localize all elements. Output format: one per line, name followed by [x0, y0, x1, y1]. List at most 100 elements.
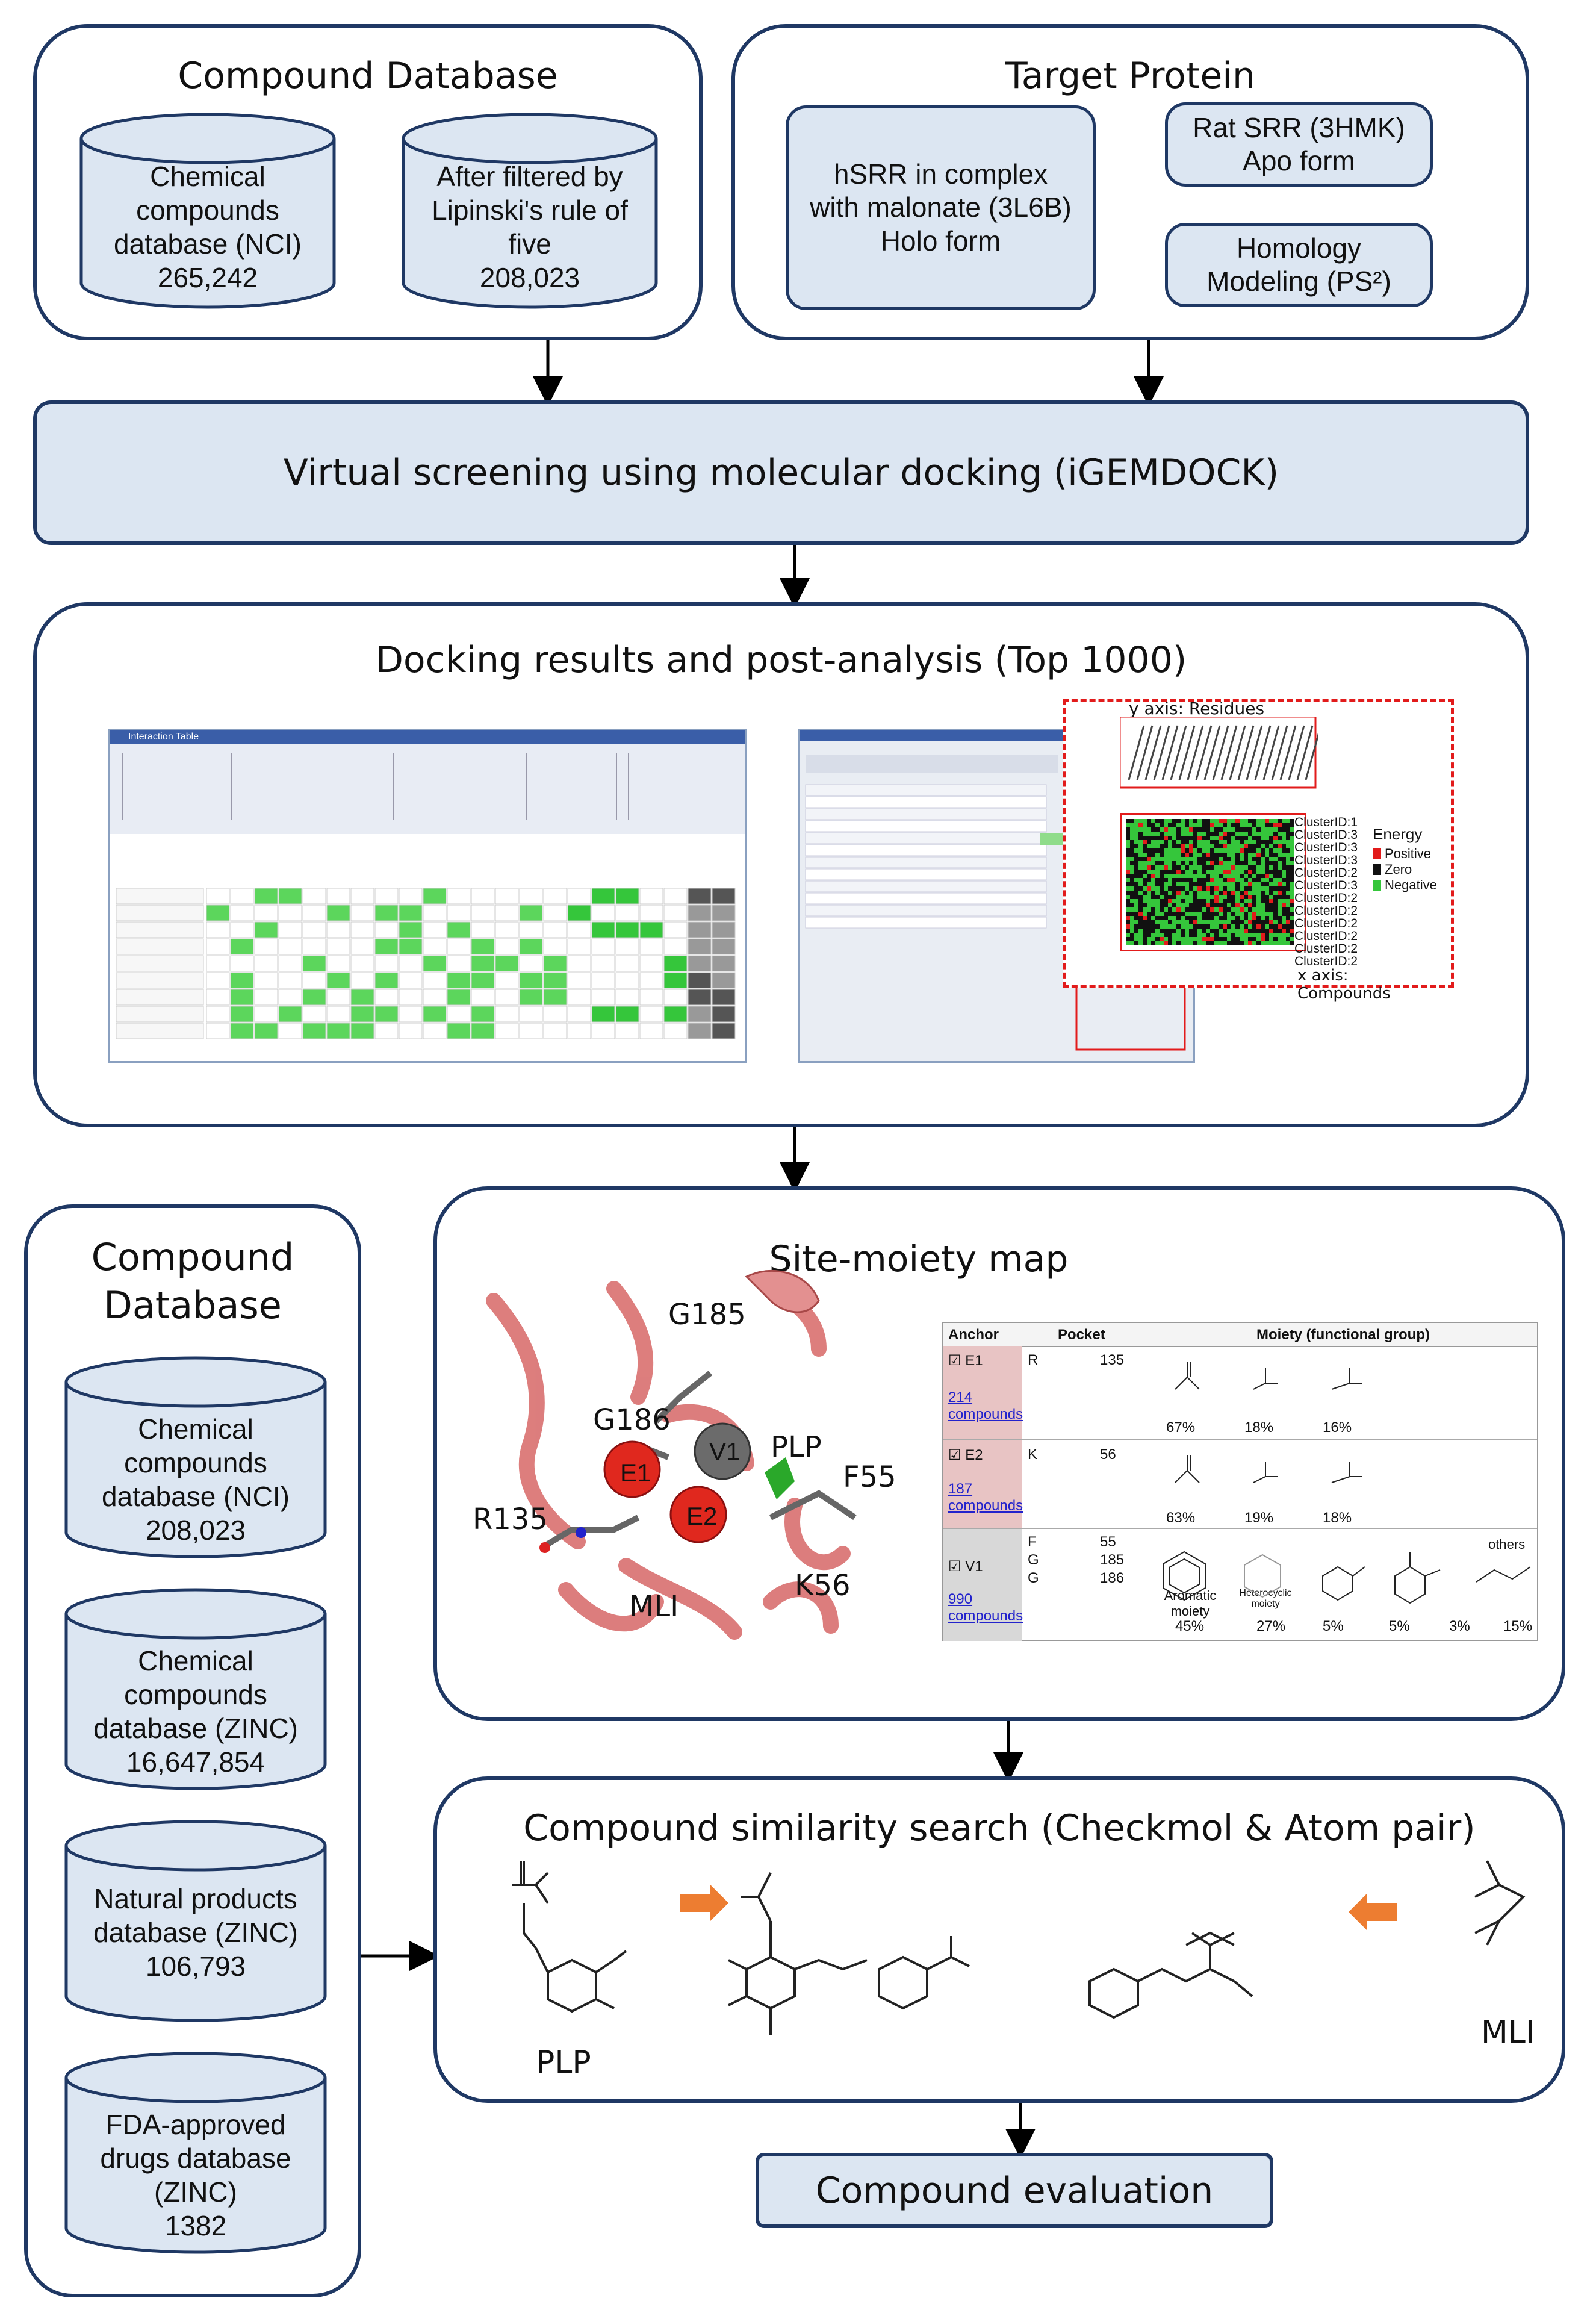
heatmap-cell [1290, 941, 1294, 945]
rat-srr-apo-box: Rat SRR (3HMK) Apo form [1165, 102, 1433, 187]
heatmap-cell [1282, 916, 1286, 920]
heatmap-cell [1273, 912, 1278, 916]
interaction-cell [423, 989, 447, 1006]
zinc-database-cylinder: Chemical compounds database (ZINC) 16,64… [63, 1587, 328, 1792]
heatmap-cell [1273, 848, 1278, 853]
interaction-cell [326, 921, 350, 938]
residue-tick [1212, 725, 1229, 780]
heatmap-cell [1248, 916, 1252, 920]
heatmap-cell [1176, 836, 1181, 840]
heatmap-cell [1164, 920, 1168, 924]
interaction-cell [591, 972, 615, 989]
heatmap-cell [1134, 857, 1138, 861]
heatmap-cell [1286, 899, 1290, 903]
heatmap-cell [1223, 924, 1227, 929]
heatmap-cell [1126, 891, 1130, 895]
heatmap-cell [1189, 865, 1193, 870]
compounds-link[interactable]: 990 compounds [948, 1591, 1023, 1624]
heatmap-cell [1214, 861, 1219, 865]
heatmap-cell [1244, 832, 1248, 836]
interaction-cell [543, 921, 567, 938]
heatmap-cell [1269, 840, 1273, 844]
interaction-cell [519, 921, 543, 938]
interaction-cell [230, 972, 254, 989]
heatmap-cell [1227, 832, 1231, 836]
panel-title: Compound Database [178, 55, 558, 97]
anchor-row-e2[interactable]: ☑ E2 [948, 1447, 983, 1463]
heatmap-cell [1235, 870, 1240, 874]
heatmap-cell [1273, 891, 1278, 895]
interaction-cell [663, 989, 688, 1006]
anchor-row-v1[interactable]: ☑ V1 [948, 1558, 983, 1575]
heatmap-cell [1168, 899, 1172, 903]
heatmap-cell [1278, 899, 1282, 903]
heatmap-cell [1269, 857, 1273, 861]
heatmap-cell [1278, 882, 1282, 886]
heatmap-cell [1219, 907, 1223, 912]
heatmap-cell [1269, 823, 1273, 827]
heatmap-cell [1265, 933, 1269, 937]
heatmap-cell [1176, 827, 1181, 832]
heatmap-cell [1210, 878, 1214, 882]
heatmap-cell [1269, 903, 1273, 907]
compounds-link[interactable]: 214 compounds [948, 1389, 1023, 1422]
heatmap-cell [1130, 836, 1134, 840]
heatmap-cell [1248, 920, 1252, 924]
heatmap-cell [1231, 823, 1235, 827]
heatmap-cell [1147, 819, 1151, 823]
heatmap-cell [1172, 903, 1176, 907]
compounds-link[interactable]: 187 compounds [948, 1481, 1023, 1514]
heatmap-cell [1261, 899, 1265, 903]
heatmap-cell [1160, 895, 1164, 899]
heatmap-cell [1235, 840, 1240, 844]
ligand-label-mli: MLI [1481, 2014, 1535, 2050]
heatmap-cell [1206, 870, 1210, 874]
heatmap-cell [1278, 937, 1282, 941]
heatmap-cell [1147, 857, 1151, 861]
heatmap-cell [1143, 865, 1147, 870]
interaction-cell [302, 921, 326, 938]
similarity-search-panel: Compound similarity search (Checkmol & A… [433, 1776, 1565, 2103]
heatmap-cell [1151, 823, 1155, 827]
heatmap-cell [1143, 836, 1147, 840]
heatmap-cell [1181, 865, 1185, 870]
interaction-cell [688, 904, 712, 921]
table-row [116, 972, 204, 989]
interaction-cell [326, 1006, 350, 1023]
heatmap-cell [1189, 941, 1193, 945]
heatmap-cell [1282, 941, 1286, 945]
heatmap-cell [1273, 933, 1278, 937]
header-anchor: Anchor [948, 1327, 999, 1343]
heatmap-cell [1206, 941, 1210, 945]
heatmap-cell [1193, 929, 1197, 933]
db-line: database (ZINC) [93, 1713, 298, 1745]
heatmap-cell [1269, 874, 1273, 878]
heatmap-cell [1269, 895, 1273, 899]
heatmap-cell [1185, 865, 1189, 870]
heatmap-cell [1155, 874, 1160, 878]
interaction-cell [495, 938, 519, 955]
heatmap-cell [1282, 907, 1286, 912]
heatmap-cell [1231, 916, 1235, 920]
heatmap-cell [1248, 861, 1252, 865]
heatmap-cell [1172, 886, 1176, 891]
heatmap-cell [1185, 840, 1189, 844]
heatmap-cell [1282, 912, 1286, 916]
heatmap-cell [1214, 891, 1219, 895]
heatmap-cell [1290, 882, 1294, 886]
heatmap-cell [1244, 929, 1248, 933]
heatmap-cell [1138, 933, 1143, 937]
heatmap-cell [1155, 886, 1160, 891]
interaction-cell [663, 904, 688, 921]
list-item [805, 856, 1047, 868]
heatmap-cell [1189, 924, 1193, 929]
heatmap-cell [1231, 840, 1235, 844]
heatmap-cell [1235, 836, 1240, 840]
heatmap-cell [1261, 891, 1265, 895]
heatmap-cell [1147, 924, 1151, 929]
heatmap-cell [1227, 870, 1231, 874]
list-item [805, 820, 1047, 832]
interaction-cell [254, 972, 278, 989]
heatmap-cell [1185, 929, 1189, 933]
anchor-row-e1[interactable]: ☑ E1 [948, 1353, 983, 1369]
